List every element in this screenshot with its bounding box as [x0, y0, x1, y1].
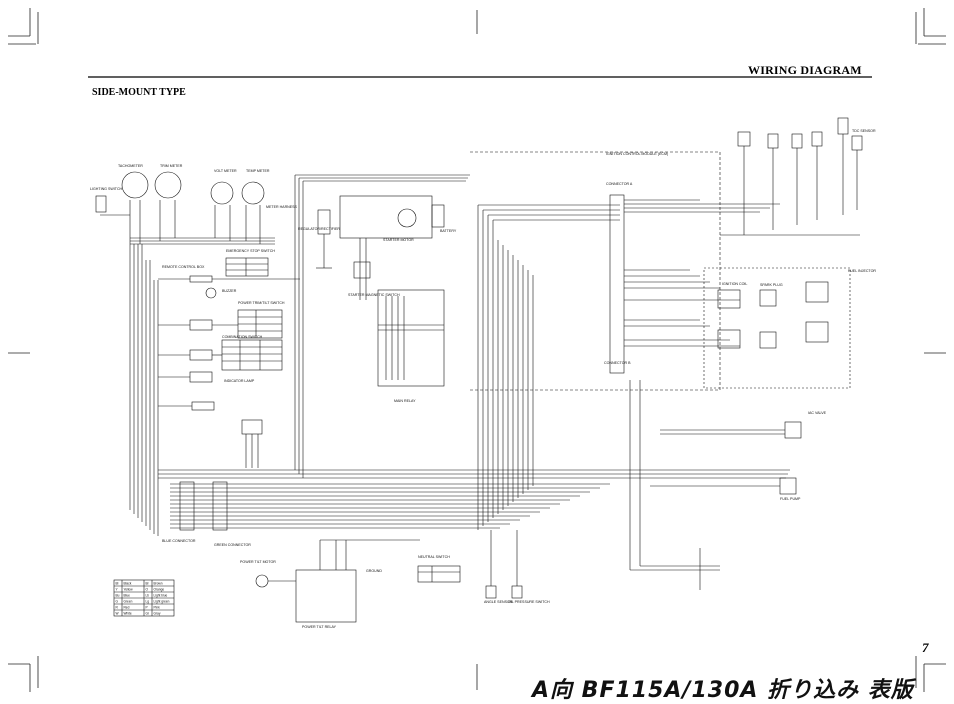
component-label-iac: IAC VALVE	[808, 411, 827, 415]
legend-cell: Y	[116, 588, 119, 592]
spark-plug-1	[759, 289, 777, 307]
buzzer-symbol	[205, 287, 217, 299]
emergency-stop-table	[225, 257, 269, 277]
green-connector-box	[212, 481, 228, 531]
component-label-buzzer: BUZZER	[222, 289, 237, 293]
component-label-starterrelay: STARTER MAGNETIC SWITCH	[348, 293, 400, 297]
legend-cell: Bu	[116, 594, 120, 598]
handwritten-note: A向 BF115A/130A 折り込み 表版	[532, 678, 914, 703]
starter-motor-symbol	[397, 208, 417, 228]
component-label-ignitioncoil: IGNITION COIL	[722, 282, 747, 286]
iac-valve-box	[784, 421, 802, 439]
component-label-green: GREEN CONNECTOR	[214, 543, 251, 547]
injector-1	[805, 281, 829, 303]
legend-cell: P	[146, 606, 148, 610]
power-tilt-motor-symbol	[255, 574, 269, 588]
component-label-starter: STARTER MOTOR	[383, 238, 414, 242]
component-label-tach: TACHOMETER	[118, 164, 143, 168]
injector-2	[805, 321, 829, 343]
fuel-pump-box	[779, 477, 797, 495]
diagram-subtitle: SIDE-MOUNT TYPE	[92, 87, 186, 98]
volt-meter-gauge	[210, 181, 234, 205]
component-label-remote: REMOTE CONTROL BOX	[162, 265, 205, 269]
component-label-emergency: EMERGENCY STOP SWITCH	[226, 249, 275, 253]
trim-meter-gauge	[154, 171, 182, 199]
component-label-ground: GROUND	[366, 569, 382, 573]
legend-cell: Yellow	[124, 588, 134, 592]
legend-cell: Gray	[154, 612, 161, 616]
legend-cell: Lb	[146, 594, 150, 598]
component-label-neutral: NEUTRAL SWITCH	[418, 555, 450, 559]
legend-cell: Gr	[146, 612, 150, 616]
component-label-volt: VOLT METER	[214, 169, 237, 173]
component-label-tdcsensor: TDC SENSOR	[852, 129, 876, 133]
legend-cell: Black	[124, 582, 132, 586]
blue-connector-box	[179, 481, 195, 531]
component-label-connA: CONNECTOR A	[606, 182, 633, 186]
component-label-mainrelay: MAIN RELAY	[394, 399, 416, 403]
legend-cell: O	[146, 588, 149, 592]
legend-cell: White	[124, 612, 132, 616]
component-label-sparkplug: SPARK PLUG	[760, 283, 783, 287]
component-label-oilpressure: OIL PRESSURE SWITCH	[508, 600, 550, 604]
page-title: WIRING DIAGRAM	[748, 63, 862, 77]
temp-meter-gauge	[241, 181, 265, 205]
oil-pressure-box	[511, 585, 523, 599]
spark-plug-2	[759, 331, 777, 349]
legend-cell: Bl	[116, 582, 119, 586]
component-label-fuelpump: FUEL PUMP	[780, 497, 801, 501]
legend-cell: Pink	[154, 606, 161, 610]
legend-cell: Light green	[154, 600, 170, 604]
main-relay-box	[377, 289, 445, 387]
legend-cell: Light blue	[154, 594, 168, 598]
component-label-regulator: REGULATOR/RECTIFIER	[298, 227, 340, 231]
component-label-indicator: INDICATOR LAMP	[224, 379, 255, 383]
component-label-lighting: LIGHTING SWITCH	[90, 187, 123, 191]
component-label-battery: BATTERY	[440, 229, 457, 233]
component-label-temp: TEMP METER	[246, 169, 270, 173]
component-label-combination: COMBINATION SWITCH	[222, 335, 263, 339]
legend-cell: Lg	[146, 600, 150, 604]
component-label-trim: TRIM METER	[160, 164, 183, 168]
component-label-ptrelay: POWER TILT RELAY	[302, 625, 337, 629]
page-number: 7	[922, 640, 929, 655]
legend-cell: Br	[146, 582, 150, 586]
component-label-pttmotor: POWER TILT MOTOR	[240, 560, 276, 564]
component-label-pgmfi: IGNITION CONTROL MODULE (ECM)	[606, 152, 668, 156]
tachometer-gauge	[121, 171, 149, 199]
ecm-boundary	[470, 151, 721, 391]
legend-cell: Orange	[154, 588, 165, 592]
legend-cell: W	[116, 612, 119, 616]
ecm-connector-block	[609, 194, 625, 374]
component-label-powertilt: POWER TRIM/TILT SWITCH	[238, 301, 285, 305]
component-label-angle: ANGLE SENSOR	[484, 600, 513, 604]
battery-symbol	[431, 204, 445, 228]
angle-sensor-box	[485, 585, 497, 599]
component-label-meterharness: METER HARNESS	[266, 205, 298, 209]
legend-cell: Red	[124, 606, 130, 610]
legend-cell: Green	[124, 600, 133, 604]
combination-switch-table	[221, 339, 283, 371]
ignition-coil-2	[717, 329, 741, 349]
legend-cell: R	[116, 606, 119, 610]
power-tilt-relay-box	[295, 569, 357, 623]
component-label-injector: FUEL INJECTOR	[848, 269, 876, 273]
component-label-blue: BLUE CONNECTOR	[162, 539, 196, 543]
starter-magnetic-switch-box	[353, 261, 371, 279]
neutral-switch-table	[417, 565, 461, 583]
legend-cell: Brown	[154, 582, 163, 586]
legend-cell: Blue	[124, 594, 131, 598]
legend-cell: G	[116, 600, 119, 604]
ignition-coil-1	[717, 289, 741, 309]
component-label-connB: CONNECTOR B	[604, 361, 631, 365]
